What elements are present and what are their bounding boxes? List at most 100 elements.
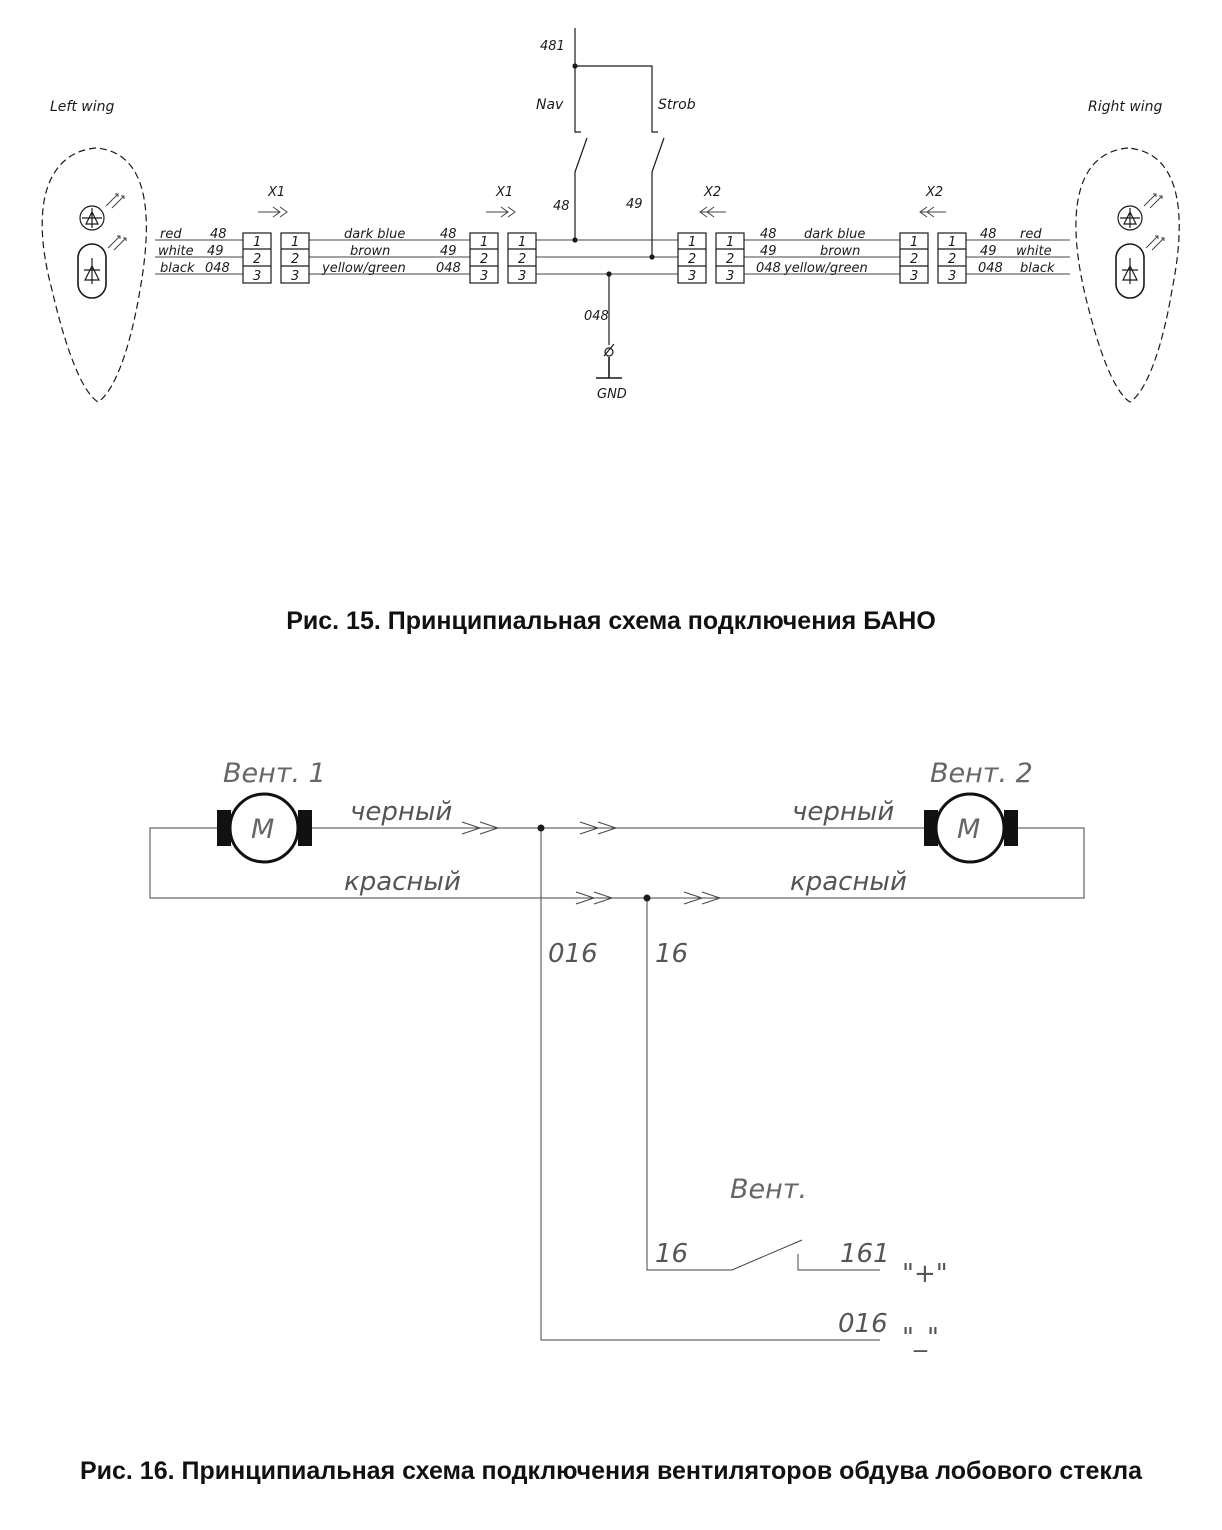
pin-label: 3 — [291, 269, 299, 284]
motor-icon — [228, 792, 300, 864]
right-wing-outline — [1075, 147, 1180, 403]
pin-label: 2 — [910, 252, 918, 267]
connector-x1-center-pair — [469, 232, 537, 284]
black-wire-label: черный — [350, 797, 452, 827]
wire-name-label: brown — [820, 244, 860, 259]
pin-label: 2 — [480, 252, 488, 267]
wire-49-label: 49 — [626, 197, 643, 212]
pin-label: 2 — [518, 252, 526, 267]
gnd-label: GND — [597, 387, 627, 402]
fan-switch-label: Вент. — [730, 1174, 807, 1205]
pin-label: 3 — [726, 269, 734, 284]
right-nav-light-icon — [1117, 193, 1163, 231]
wire-number-label: 49 — [207, 244, 224, 259]
connector-arrow-icon — [919, 206, 946, 218]
nav-strobe-switches: 481 Nav Strob 48 49 — [536, 28, 696, 260]
pin-label: 1 — [291, 235, 299, 250]
pin-numbers: 1 2 3 1 2 3 1 2 3 1 2 3 1 2 3 1 2 3 1 2 … — [253, 235, 956, 284]
pin-label: 1 — [518, 235, 526, 250]
motor-brush-left — [217, 810, 231, 846]
motor-label: M — [957, 814, 980, 845]
wire-number-label: 48 — [760, 227, 777, 242]
minus-label: "_" — [902, 1323, 939, 1353]
pin-label: 3 — [910, 269, 918, 284]
red-wire-label: красный — [790, 867, 907, 897]
motor-brush-right — [298, 810, 312, 846]
black-wire-label: черный — [792, 797, 894, 827]
wire-number-label: 48 — [440, 227, 457, 242]
figure-16-caption: Рис. 16. Принципиальная схема подключени… — [79, 1457, 1143, 1485]
pin-label: 3 — [518, 269, 526, 284]
connector-x1-left-pair — [242, 232, 310, 284]
wire-number-label: 048 — [205, 261, 230, 276]
wire-048-label: 048 — [584, 309, 609, 324]
connector-x2-right-pair — [899, 232, 967, 284]
pin-label: 1 — [910, 235, 918, 250]
nav-switch-label: Nav — [536, 97, 564, 113]
wire-16 — [646, 898, 716, 1271]
fan-switch: Вент. 16 161 016 "+" "_" — [655, 1174, 948, 1353]
switch-input-16-label: 16 — [655, 1239, 688, 1269]
connector-x2-label: X2 — [703, 185, 721, 200]
motor-icon — [934, 792, 1006, 864]
red-wire-label: красный — [344, 867, 461, 897]
wire-name-label: red — [1020, 227, 1042, 242]
pin-label: 2 — [948, 252, 956, 267]
motor-brush-right — [1004, 810, 1018, 846]
wire-number-label: 48 — [980, 227, 997, 242]
pin-label: 3 — [253, 269, 261, 284]
motor-brush-left — [924, 810, 938, 846]
figure-16-diagram: M M Вент. 1 Вент. 2 черный черный красны… — [149, 758, 1085, 1353]
connector-x1-label: X1 — [495, 185, 513, 200]
figure-15-diagram: Left wing Right wing — [41, 28, 1180, 403]
wire-number-label: 48 — [210, 227, 227, 242]
wire-number-label: 048 — [978, 261, 1003, 276]
wire-number-label: 048 — [756, 261, 781, 276]
strob-switch-label: Strob — [658, 97, 696, 113]
pin-label: 1 — [480, 235, 488, 250]
plus-label: "+" — [902, 1259, 948, 1289]
left-strobe-light-icon — [77, 235, 127, 299]
fan-motor-1: M — [217, 792, 312, 864]
wire-16-label: 16 — [655, 939, 688, 969]
wire-name-label: dark blue — [804, 227, 865, 242]
wire-name-label: black — [160, 261, 195, 276]
pin-label: 3 — [688, 269, 696, 284]
pin-label: 1 — [688, 235, 696, 250]
pin-label: 2 — [726, 252, 734, 267]
connector-arrow-icon — [699, 206, 726, 218]
loop-wire — [149, 827, 1085, 899]
wire-name-label: white — [158, 244, 194, 259]
connector-x1-label: X1 — [267, 185, 285, 200]
wire-number-label: 49 — [980, 244, 997, 259]
pin-label: 2 — [253, 252, 261, 267]
pin-label: 1 — [253, 235, 261, 250]
connector-x2-label: X2 — [925, 185, 943, 200]
left-nav-light-icon — [79, 193, 125, 231]
pin-label: 1 — [726, 235, 734, 250]
motor-label: M — [251, 814, 274, 845]
wire-name-label: red — [160, 227, 182, 242]
pin-label: 2 — [688, 252, 696, 267]
wire-name-label: yellow/green — [783, 261, 868, 276]
fan-2-label: Вент. 2 — [930, 758, 1033, 789]
pin-label: 1 — [948, 235, 956, 250]
wire-016-label: 016 — [548, 939, 598, 969]
connector-x2-center-pair — [677, 232, 745, 284]
wire-name-label: white — [1016, 244, 1052, 259]
wire-color-labels: red white black 48 49 048 dark blue brow… — [158, 227, 1055, 276]
right-wing-label: Right wing — [1088, 99, 1163, 115]
wire-016 — [540, 828, 880, 1341]
figure-15-caption: Рис. 15. Принципиальная схема подключени… — [286, 607, 936, 635]
pin-label: 2 — [291, 252, 299, 267]
switch-output-161-label: 161 — [840, 1239, 890, 1269]
wire-48-label: 48 — [553, 199, 570, 214]
left-wing-outline — [41, 147, 147, 403]
wire-name-label: dark blue — [344, 227, 405, 242]
flow-arrow-icons — [461, 821, 722, 905]
wire-number-label: 048 — [436, 261, 461, 276]
wire-name-label: brown — [350, 244, 390, 259]
wire-name-label: black — [1020, 261, 1055, 276]
pin-label: 3 — [480, 269, 488, 284]
